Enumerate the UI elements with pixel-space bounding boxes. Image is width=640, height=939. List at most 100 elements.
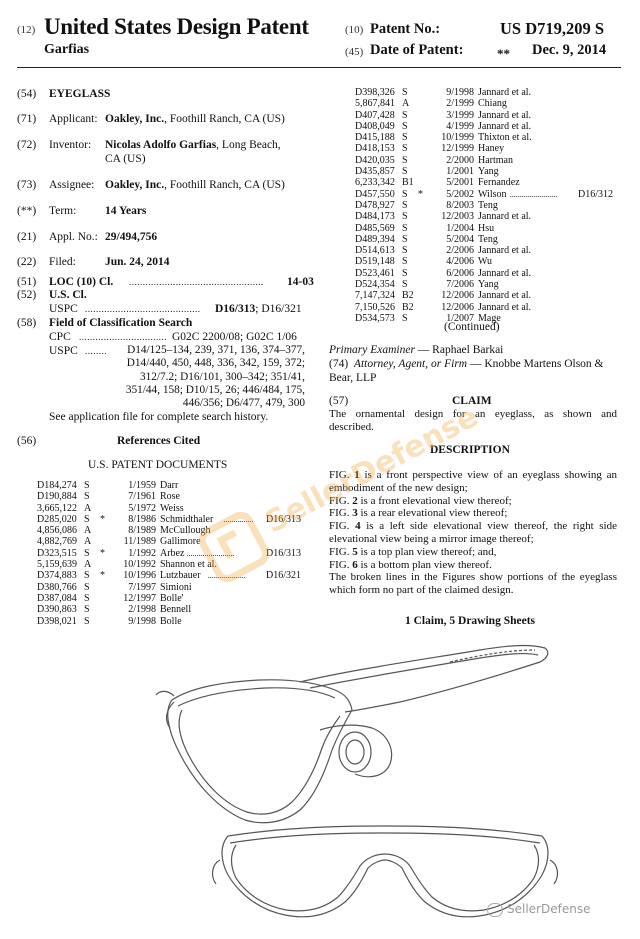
uspc-search-line: 351/44, 158; D10/15, 26; 446/484, 175, [125, 383, 305, 396]
reference-date: 2/2006 [446, 245, 474, 257]
reference-kind: S [84, 592, 90, 604]
reference-name: Schmidthaler [160, 513, 214, 525]
reference-num: 7,150,526 [355, 301, 395, 313]
reference-date: 1/1992 [128, 547, 156, 559]
reference-name: Wilson [478, 188, 507, 200]
reference-num: D534,573 [355, 312, 395, 324]
reference-date: 10/1996 [123, 570, 156, 582]
reference-kind: B2 [402, 301, 414, 313]
reference-name: Yang [478, 279, 499, 291]
reference-kind: S [402, 245, 408, 257]
description-line: FIG. 6 is a bottom plan view thereof. [329, 558, 492, 571]
reference-kind: S [402, 312, 408, 324]
claim-text-line-1: The ornamental design for an eyeglass, a… [329, 408, 617, 420]
reference-name: Arbez [160, 547, 185, 559]
field-uspc-search: USPC ........ D14/125–134, 239, 371, 136… [49, 344, 305, 410]
reference-num: D489,394 [355, 233, 395, 245]
reference-date: 11/1989 [123, 536, 156, 548]
us-patent-documents-heading: U.S. PATENT DOCUMENTS [88, 459, 228, 471]
reference-name: Jannard et al. [478, 301, 532, 313]
reference-num: D524,354 [355, 279, 395, 291]
reference-leader-dots: ........................ [509, 189, 558, 199]
reference-name: Shannon et al. [160, 559, 217, 571]
reference-name: Jannard et al. [478, 290, 532, 302]
corner-watermark: SellerDefense [487, 902, 590, 917]
watermark-logo-icon [198, 511, 270, 583]
reference-leader-dots: ................... [207, 571, 246, 581]
reference-name: Teng [478, 199, 498, 211]
uspc-search-line: D14/440, 450, 448, 336, 342, 159, 372; [126, 357, 305, 370]
watermark: SellerDefense [172, 377, 484, 623]
reference-date: 10/1999 [441, 132, 474, 144]
reference-num: D415,188 [355, 132, 395, 144]
reference-date: 8/1989 [128, 525, 156, 537]
reference-num: D418,153 [355, 143, 395, 155]
reference-class: D16/313 [266, 547, 301, 559]
reference-num: D485,569 [355, 222, 395, 234]
reference-name: Lutzbauer [160, 570, 201, 582]
reference-date: 12/2003 [441, 211, 474, 223]
reference-kind: S [84, 480, 90, 491]
claim-code: (57) [329, 395, 349, 407]
eyeglass-perspective-view [155, 644, 549, 824]
reference-num: D420,035 [355, 154, 395, 166]
reference-num: D380,766 [37, 581, 77, 593]
reference-date: 5/2004 [446, 233, 474, 245]
description-line: FIG. 4 is a left side elevational view t… [329, 520, 617, 533]
reference-star: * [100, 547, 105, 559]
eyeglass-drawing [155, 644, 559, 918]
reference-class: D16/313 [266, 513, 301, 525]
reference-date: 6/2006 [446, 267, 474, 279]
reference-name: Haney [478, 143, 505, 155]
reference-date: 5/1972 [128, 502, 156, 514]
reference-kind: S [84, 513, 90, 525]
reference-num: D519,148 [355, 256, 395, 268]
reference-name: Weiss [160, 502, 184, 514]
reference-name: Yang [478, 166, 499, 178]
reference-num: D285,020 [37, 513, 77, 525]
uspc-search-line: 446/356; D6/477, 479, 300 [182, 397, 305, 410]
description-line: which form no part of the claimed design… [329, 584, 514, 597]
patent-date: Dec. 9, 2014 [532, 42, 607, 58]
reference-date: 9/1998 [128, 615, 156, 627]
reference-num: D398,326 [355, 87, 395, 98]
description-line: elevational view being a mirror image th… [329, 532, 534, 545]
reference-kind: B2 [402, 290, 414, 302]
patent-number: US D719,209 S [500, 19, 605, 38]
reference-name: Jannard et al. [478, 267, 532, 279]
reference-name: Hartman [478, 154, 513, 166]
reference-kind: S [402, 109, 408, 121]
reference-kind: S [402, 256, 408, 268]
reference-num: D390,863 [37, 604, 77, 616]
patent-no-code: (10) [345, 24, 364, 36]
reference-kind: S [402, 279, 408, 291]
reference-kind: S [402, 211, 408, 223]
reference-date: 12/2006 [441, 290, 474, 302]
description-line: FIG. 5 is a top plan view thereof; and, [329, 545, 497, 558]
reference-name: Simioni [160, 581, 192, 593]
reference-class: D16/321 [266, 570, 301, 582]
reference-kind: S [402, 143, 408, 155]
reference-name: Gallimore [160, 536, 201, 548]
reference-star: * [418, 188, 423, 200]
reference-kind: S [402, 132, 408, 144]
reference-kind: S [402, 87, 408, 98]
reference-kind: S [402, 188, 408, 200]
